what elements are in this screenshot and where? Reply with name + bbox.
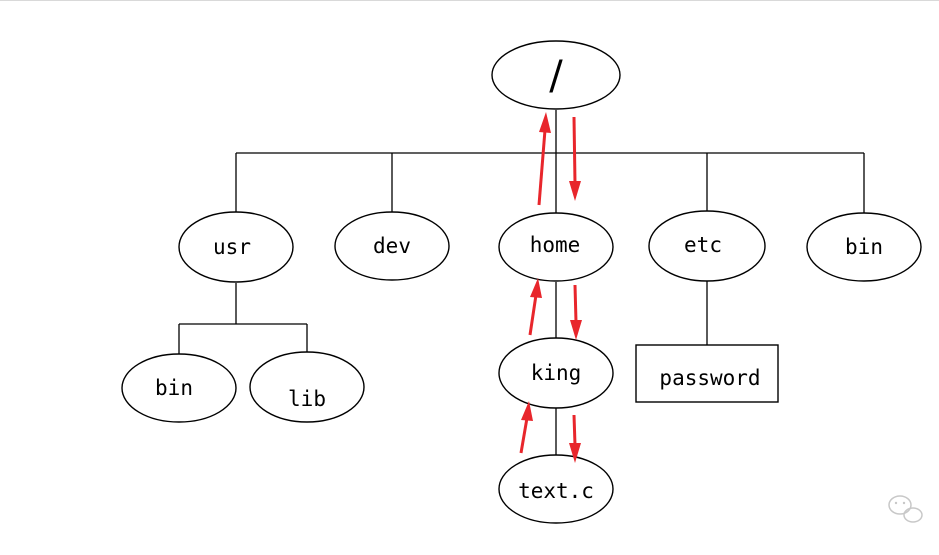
wechat-icon: [888, 495, 923, 523]
arrow-root-to-home: [569, 116, 581, 201]
password-node-label: password: [659, 366, 760, 390]
navigation-arrows: [519, 112, 582, 463]
arrow-textc-to-king: [519, 401, 533, 454]
root-node[interactable]: /: [491, 40, 621, 110]
usr-lib-node-label: lib: [288, 387, 326, 411]
top-border: [0, 0, 939, 1]
dev-node-label: dev: [373, 234, 411, 258]
text-c-node-label: text.c: [518, 479, 594, 503]
root-node-label: /: [549, 53, 563, 99]
dev-node[interactable]: dev: [334, 211, 450, 281]
bin-node-label: bin: [845, 235, 883, 259]
usr-node-label: usr: [213, 235, 251, 259]
home-node[interactable]: home: [498, 212, 614, 282]
usr-node[interactable]: usr: [178, 211, 294, 283]
king-node[interactable]: king: [498, 337, 614, 409]
etc-node[interactable]: etc: [648, 210, 766, 282]
connector-lines: [178, 110, 865, 455]
home-node-label: home: [530, 233, 581, 257]
usr-bin-node-label: bin: [155, 376, 193, 400]
arrow-king-to-textc: [569, 414, 581, 463]
arrow-home-to-root: [537, 112, 551, 206]
text-c-node[interactable]: text.c: [498, 454, 614, 524]
usr-bin-node[interactable]: bin: [121, 353, 237, 423]
password-node[interactable]: password: [635, 344, 779, 403]
etc-node-label: etc: [684, 233, 722, 257]
usr-lib-node[interactable]: lib: [249, 351, 365, 423]
arrow-home-to-king: [570, 284, 582, 340]
arrow-king-to-home: [528, 278, 542, 336]
bin-node[interactable]: bin: [806, 212, 922, 282]
king-node-label: king: [531, 361, 582, 385]
